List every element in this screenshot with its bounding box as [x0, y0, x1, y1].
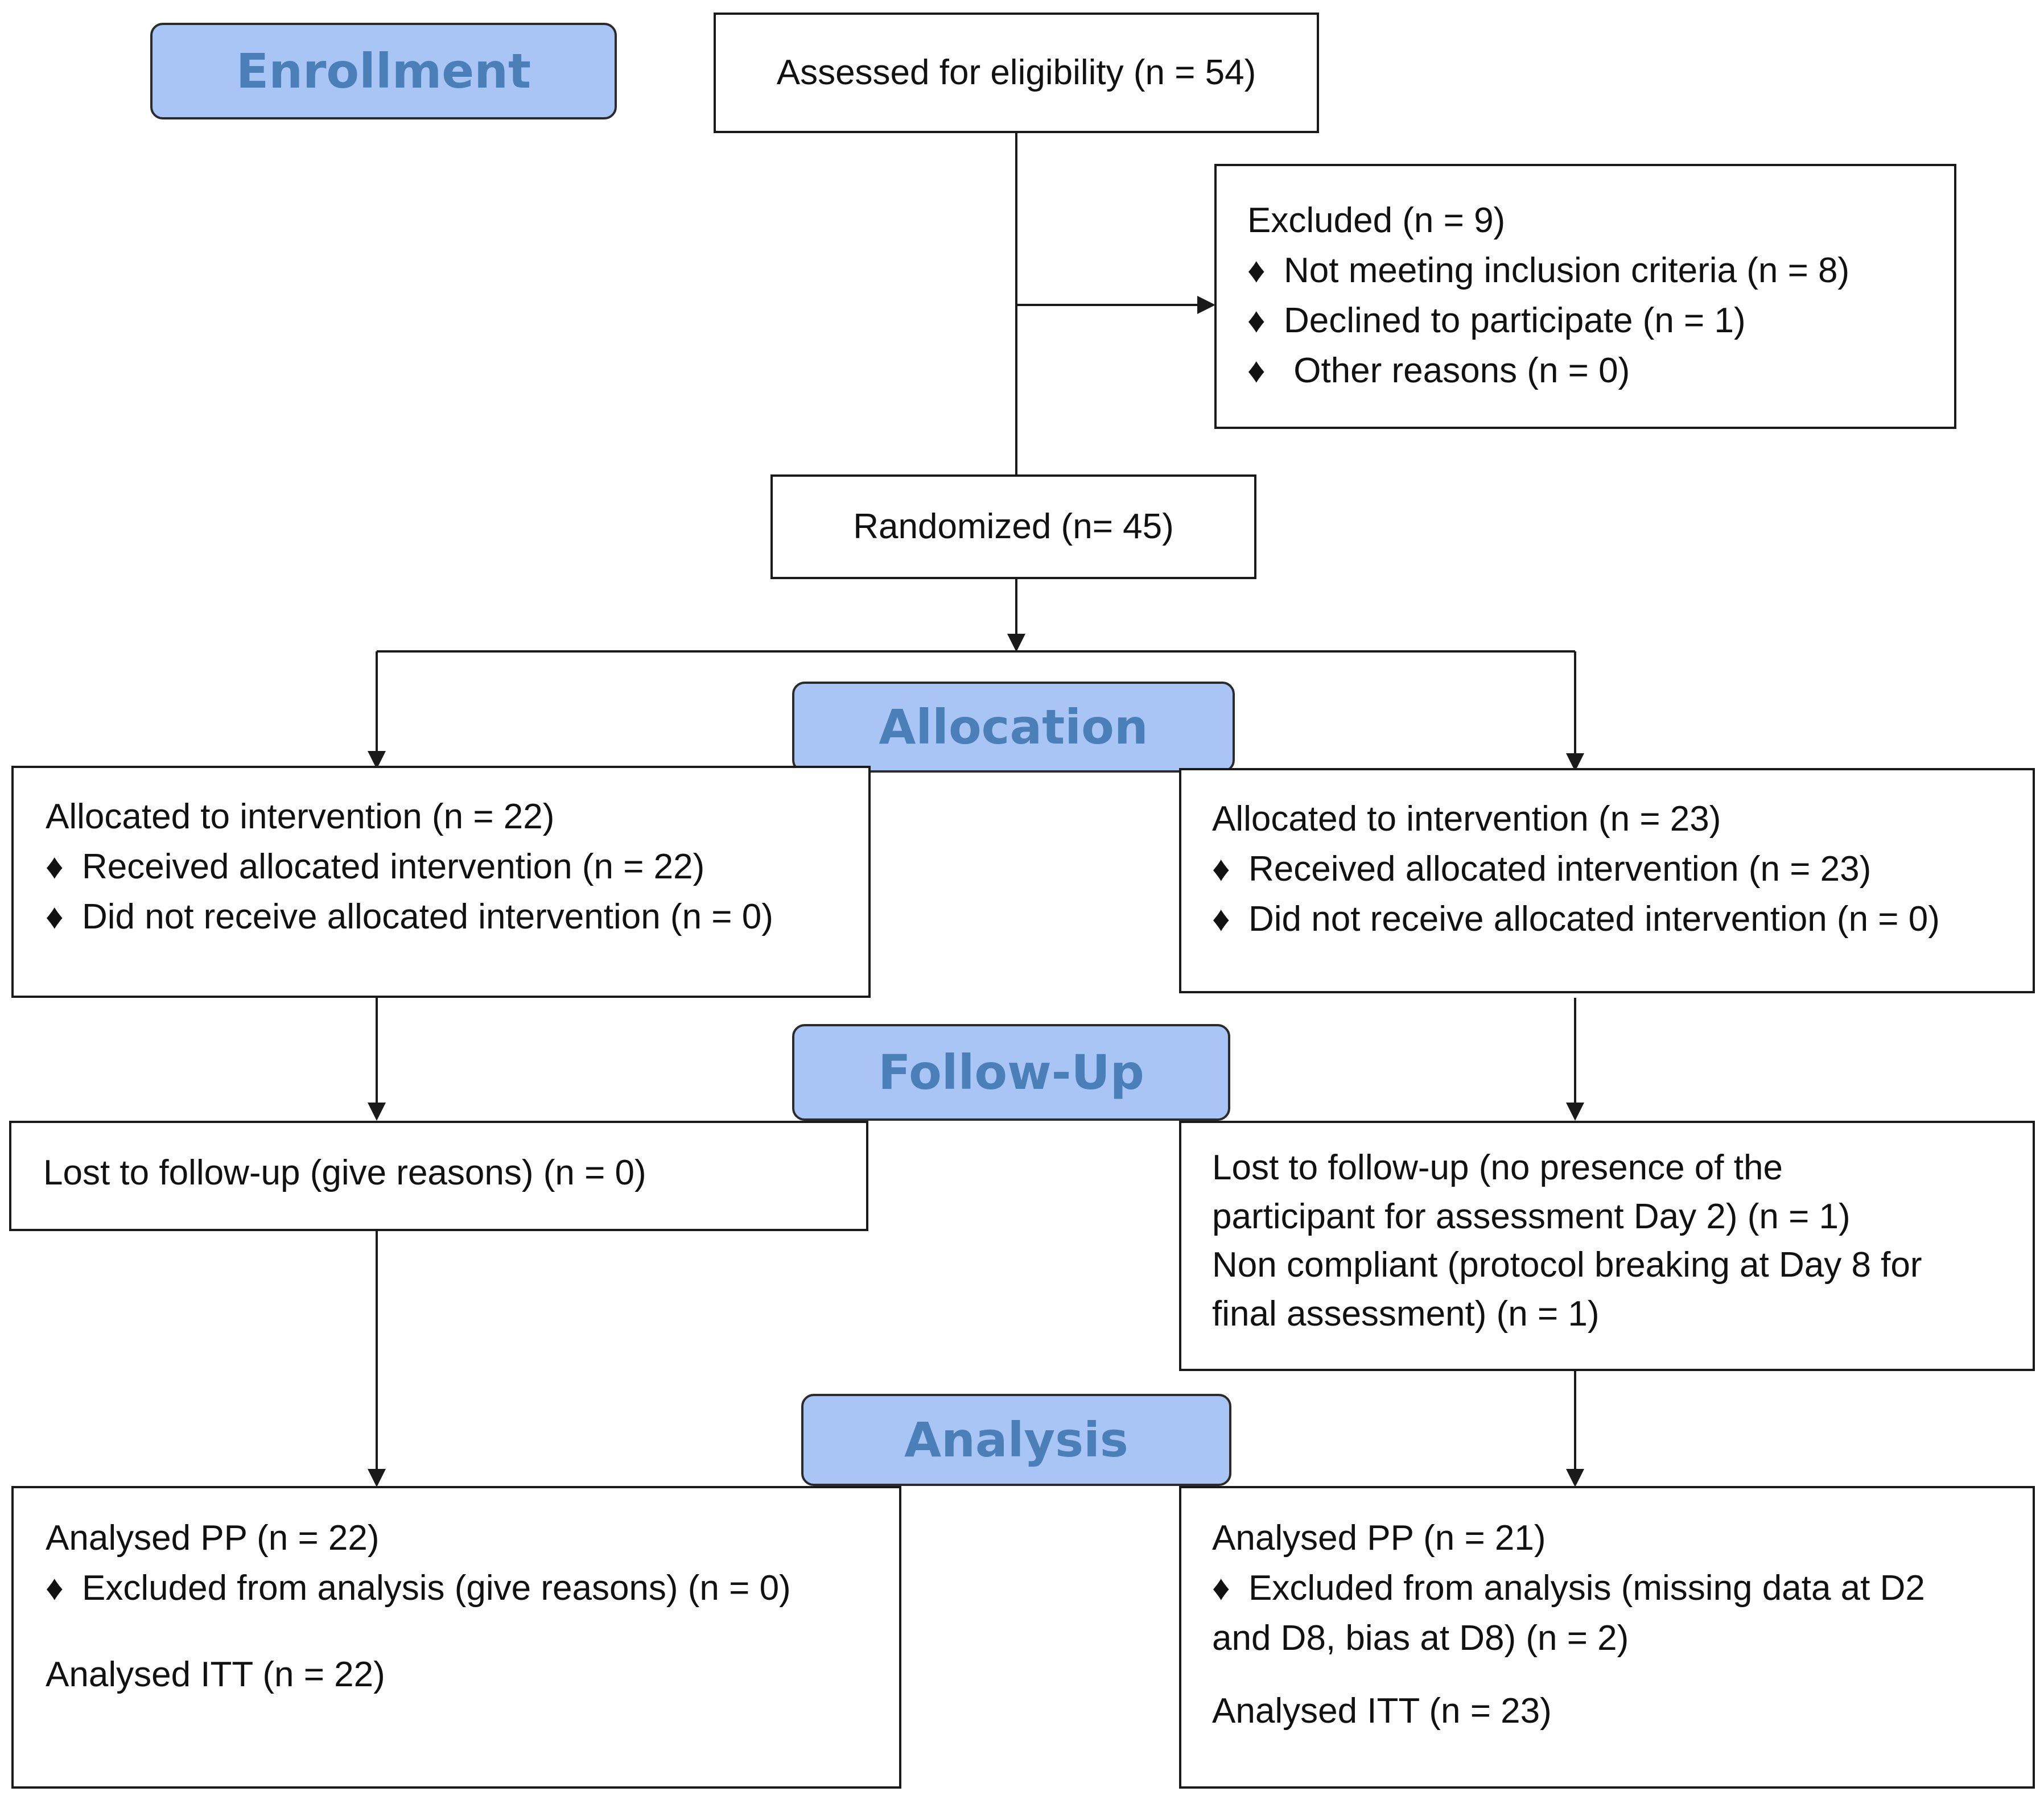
allocation-left-title: Allocated to intervention (n = 22)	[46, 797, 555, 836]
analysis-left-excluded-text: Excluded from analysis (give reasons) (n…	[82, 1568, 791, 1608]
followup-right-line: Lost to follow-up (no presence of the	[1212, 1148, 1783, 1187]
followup-left-text: Lost to follow-up (give reasons) (n = 0)	[43, 1153, 646, 1192]
randomized-text: Randomized (n= 45)	[853, 506, 1174, 546]
allocation-left-item-text: Received allocated intervention (n = 22)	[82, 847, 705, 887]
analysis-right-pp: Analysed PP (n = 21)	[1212, 1518, 1546, 1558]
analysis-right-excluded-cont: and D8, bias at D8) (n = 2)	[1212, 1619, 1629, 1658]
excluded-item-text: Declined to participate (n = 1)	[1284, 301, 1746, 341]
allocation-right-item-text: Did not receive allocated intervention (…	[1248, 899, 1940, 939]
analysis-left-pp: Analysed PP (n = 22)	[46, 1518, 380, 1558]
allocation-left-box: Allocated to intervention (n = 22) ♦ Rece…	[11, 766, 871, 998]
followup-right-box: Lost to follow-up (no presence of the pa…	[1179, 1121, 2035, 1371]
excluded-item-text: Other reasons (n = 0)	[1284, 351, 1630, 391]
diamond-icon: ♦	[46, 1568, 64, 1608]
excluded-box: Excluded (n = 9) ♦ Not meeting inclusion …	[1214, 164, 1956, 429]
randomized-box: Randomized (n= 45)	[770, 474, 1256, 579]
assessed-text: Assessed for eligibility (n = 54)	[776, 52, 1256, 92]
stage-label-allocation: Allocation	[792, 682, 1235, 773]
followup-left-box: Lost to follow-up (give reasons) (n = 0)	[9, 1121, 868, 1231]
followup-right-line: final assessment) (n = 1)	[1212, 1294, 1600, 1334]
analysis-right-excluded: ♦ Excluded from analysis (missing data at…	[1212, 1563, 2033, 1613]
analysis-right-excluded-text: Excluded from analysis (missing data at …	[1248, 1568, 1925, 1608]
allocation-right-title: Allocated to intervention (n = 23)	[1212, 799, 1721, 839]
allocation-right-item: ♦ Received allocated intervention (n = 23…	[1212, 844, 2033, 894]
assessed-box: Assessed for eligibility (n = 54)	[714, 13, 1319, 133]
diamond-icon: ♦	[1247, 251, 1266, 291]
followup-right-line: Non compliant (protocol breaking at Day …	[1212, 1245, 1922, 1285]
excluded-item: ♦ Other reasons (n = 0)	[1247, 346, 1954, 396]
diamond-icon: ♦	[1247, 301, 1266, 341]
diamond-icon: ♦	[1212, 899, 1230, 939]
diamond-icon: ♦	[1212, 849, 1230, 889]
excluded-item-text: Not meeting inclusion criteria (n = 8)	[1284, 251, 1850, 291]
stage-label-follow-up-text: Follow-Up	[878, 1045, 1144, 1100]
allocation-right-item: ♦ Did not receive allocated intervention …	[1212, 894, 2033, 944]
allocation-left-item: ♦ Received allocated intervention (n = 22…	[46, 842, 868, 892]
allocation-right-item-text: Received allocated intervention (n = 23)	[1248, 849, 1872, 889]
followup-right-line: participant for assessment Day 2) (n = 1…	[1212, 1196, 1851, 1236]
analysis-right-box: Analysed PP (n = 21) ♦ Excluded from anal…	[1179, 1486, 2035, 1789]
stage-label-enrollment: Enrollment	[150, 23, 617, 119]
stage-label-enrollment-text: Enrollment	[236, 43, 531, 99]
diamond-icon: ♦	[1212, 1568, 1230, 1608]
analysis-right-itt: Analysed ITT (n = 23)	[1212, 1691, 1552, 1731]
diamond-icon: ♦	[1247, 351, 1266, 391]
excluded-item: ♦ Not meeting inclusion criteria (n = 8)	[1247, 246, 1954, 296]
stage-label-follow-up: Follow-Up	[792, 1024, 1230, 1121]
diamond-icon: ♦	[46, 897, 64, 937]
excluded-title: Excluded (n = 9)	[1247, 201, 1506, 240]
stage-label-allocation-text: Allocation	[879, 699, 1148, 755]
analysis-left-excluded: ♦ Excluded from analysis (give reasons) (…	[46, 1563, 899, 1613]
stage-label-analysis: Analysis	[801, 1394, 1231, 1486]
excluded-item: ♦ Declined to participate (n = 1)	[1247, 296, 1954, 346]
allocation-right-box: Allocated to intervention (n = 23) ♦ Rece…	[1179, 768, 2035, 993]
analysis-left-box: Analysed PP (n = 22) ♦ Excluded from anal…	[11, 1486, 901, 1789]
diamond-icon: ♦	[46, 847, 64, 887]
allocation-left-item: ♦ Did not receive allocated intervention …	[46, 892, 868, 942]
analysis-left-itt: Analysed ITT (n = 22)	[46, 1655, 385, 1695]
stage-label-analysis-text: Analysis	[904, 1412, 1128, 1468]
allocation-left-item-text: Did not receive allocated intervention (…	[82, 897, 773, 937]
